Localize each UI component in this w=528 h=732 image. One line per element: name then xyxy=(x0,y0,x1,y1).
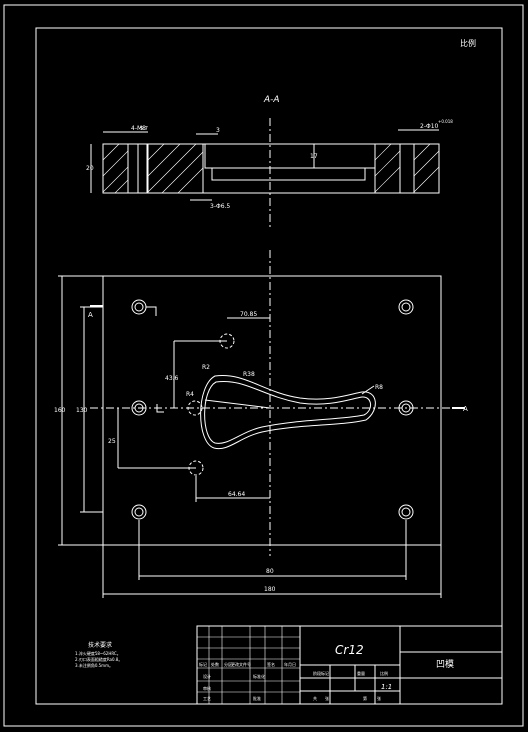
section-view xyxy=(90,118,440,230)
title-block xyxy=(196,625,503,705)
title-cell-6: 设计 xyxy=(203,673,211,679)
title-cell-15: 张 xyxy=(325,695,329,701)
dim-inner-width: 80 xyxy=(266,568,274,575)
dim-slot-depth: 17 xyxy=(310,153,318,160)
title-cell-9: 重量 xyxy=(357,670,365,676)
sheet-outer-border xyxy=(3,4,524,727)
title-cell-12: 工艺 xyxy=(203,696,211,701)
title-cell-7: 标准化 xyxy=(253,673,265,679)
title-cell-18: 1:1 xyxy=(381,683,392,691)
dim-left-offset: 25 xyxy=(108,438,116,445)
dim-vertical-mid: 43.6 xyxy=(165,375,179,382)
title-cell-4: 签名 xyxy=(267,661,275,667)
title-cell-0: 标记 xyxy=(199,661,207,667)
title-cell-10: 比例 xyxy=(380,670,388,676)
title-cell-5: 年月日 xyxy=(284,661,296,667)
dim-overall-height: 160 xyxy=(54,407,66,414)
dim-tolerance-right: 2-Φ10 xyxy=(420,123,439,130)
title-cell-1: 处数 xyxy=(211,661,219,667)
title-cell-13: 批准 xyxy=(253,695,261,701)
plan-view xyxy=(58,250,465,598)
dim-r-right: R8 xyxy=(375,384,383,391)
dim-hole-bottom: 3-Φ6.5 xyxy=(210,203,230,210)
notes-line-2: 2.刃口表面粗糙度Ra0.8。 xyxy=(75,656,122,662)
corner-mark: 比例 xyxy=(460,38,476,48)
part-name: 凹模 xyxy=(436,659,454,670)
title-cell-17: 张 xyxy=(377,695,381,701)
title-cell-2: 分区 xyxy=(224,661,232,667)
title-cell-8: 阶段标记 xyxy=(313,670,329,676)
section-label: A-A xyxy=(263,95,280,105)
dim-overall-width: 180 xyxy=(264,586,276,593)
dim-thread-sup: 5.7 xyxy=(140,126,148,132)
notes-line-3: 3.未注倒角0.5mm。 xyxy=(75,662,113,668)
dim-top-x: 70.85 xyxy=(240,311,257,318)
title-cell-3: 更改文件号 xyxy=(231,661,251,667)
title-cell-11: 审核 xyxy=(203,685,211,691)
marker-a-right: A xyxy=(463,405,468,413)
dim-thread: 4-M8 xyxy=(131,125,146,132)
notes-line-1: 1.淬火硬度58~62HRC。 xyxy=(75,650,121,656)
dim-inner-height: 130 xyxy=(76,407,88,414)
dim-r-large: R38 xyxy=(243,371,255,378)
material-label: Cr12 xyxy=(335,643,364,657)
dim-r-small: R2 xyxy=(202,364,210,371)
title-cell-16: 第 xyxy=(363,695,367,701)
dim-tolerance-right-sup: +0.018 xyxy=(438,119,453,124)
dim-height-left: 20 xyxy=(86,165,94,172)
dim-bottom-x: 64.64 xyxy=(228,491,245,498)
marker-a-left: A xyxy=(88,311,93,319)
title-cell-14: 共 xyxy=(313,695,317,701)
dim-width-small: 3 xyxy=(216,127,220,134)
dim-r-mid: R4 xyxy=(186,391,194,398)
notes-title: 技术要求 xyxy=(88,641,112,649)
